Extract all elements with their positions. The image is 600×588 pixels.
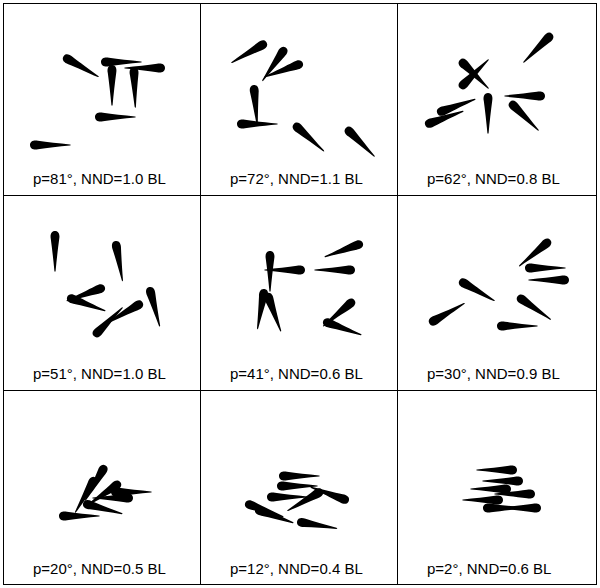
fish bbox=[129, 67, 139, 108]
fish bbox=[101, 58, 142, 67]
fish bbox=[92, 494, 133, 503]
fish bbox=[424, 107, 466, 129]
fish bbox=[95, 113, 136, 122]
panel-label: p=12°, NND=0.4 BL bbox=[230, 560, 363, 577]
fish bbox=[254, 505, 296, 527]
panel-label: p=30°, NND=0.9 BL bbox=[427, 365, 560, 382]
panel-label: p=20°, NND=0.5 BL bbox=[33, 560, 166, 577]
fish bbox=[476, 466, 517, 475]
fish bbox=[264, 266, 305, 275]
fish bbox=[145, 286, 164, 328]
fish bbox=[229, 39, 269, 67]
fish bbox=[343, 125, 378, 160]
fish bbox=[520, 31, 555, 66]
fish bbox=[105, 299, 145, 327]
panel-label: p=2°, NND=0.6 BL bbox=[427, 560, 551, 577]
fish bbox=[497, 322, 538, 331]
fish bbox=[314, 266, 355, 275]
grid-frame bbox=[4, 4, 597, 585]
fish bbox=[515, 293, 554, 324]
fish bbox=[462, 496, 503, 505]
fish bbox=[323, 239, 365, 261]
fish bbox=[296, 517, 338, 533]
fish bbox=[30, 141, 71, 150]
grid-line bbox=[4, 390, 597, 391]
fish bbox=[237, 120, 278, 129]
grid-line bbox=[4, 195, 597, 196]
fish bbox=[470, 485, 511, 494]
fish bbox=[65, 283, 107, 305]
fish bbox=[504, 92, 545, 101]
fish bbox=[61, 53, 101, 81]
fish-group bbox=[30, 31, 569, 533]
panel-label: p=62°, NND=0.8 BL bbox=[427, 170, 560, 187]
grid-line bbox=[397, 4, 398, 585]
fish bbox=[322, 317, 364, 339]
fish bbox=[483, 504, 524, 513]
fish bbox=[482, 477, 523, 486]
fish bbox=[277, 482, 318, 491]
fish bbox=[525, 264, 566, 273]
fish bbox=[291, 121, 327, 155]
fish bbox=[457, 57, 492, 92]
grid-lines bbox=[4, 4, 597, 585]
fish bbox=[457, 56, 492, 91]
fish bbox=[108, 65, 117, 106]
fish bbox=[457, 277, 497, 305]
fish bbox=[528, 276, 569, 285]
fish bbox=[51, 231, 60, 272]
fish bbox=[259, 45, 290, 84]
panel-label: p=41°, NND=0.6 BL bbox=[230, 365, 363, 382]
fish bbox=[111, 240, 127, 282]
panel-label: p=81°, NND=1.0 BL bbox=[33, 170, 166, 187]
panel-label: p=51°, NND=1.0 BL bbox=[33, 365, 166, 382]
fish bbox=[59, 512, 100, 521]
fish bbox=[484, 93, 493, 134]
fish bbox=[427, 299, 467, 327]
fish bbox=[266, 251, 275, 292]
grid-line bbox=[200, 4, 201, 585]
panel-label: p=72°, NND=1.1 BL bbox=[230, 170, 363, 187]
fish bbox=[249, 85, 261, 127]
fish bbox=[263, 292, 285, 334]
fish bbox=[263, 59, 305, 81]
fish bbox=[279, 472, 320, 481]
fish bbox=[320, 297, 357, 330]
fish bbox=[507, 99, 542, 134]
fish bbox=[285, 487, 325, 515]
